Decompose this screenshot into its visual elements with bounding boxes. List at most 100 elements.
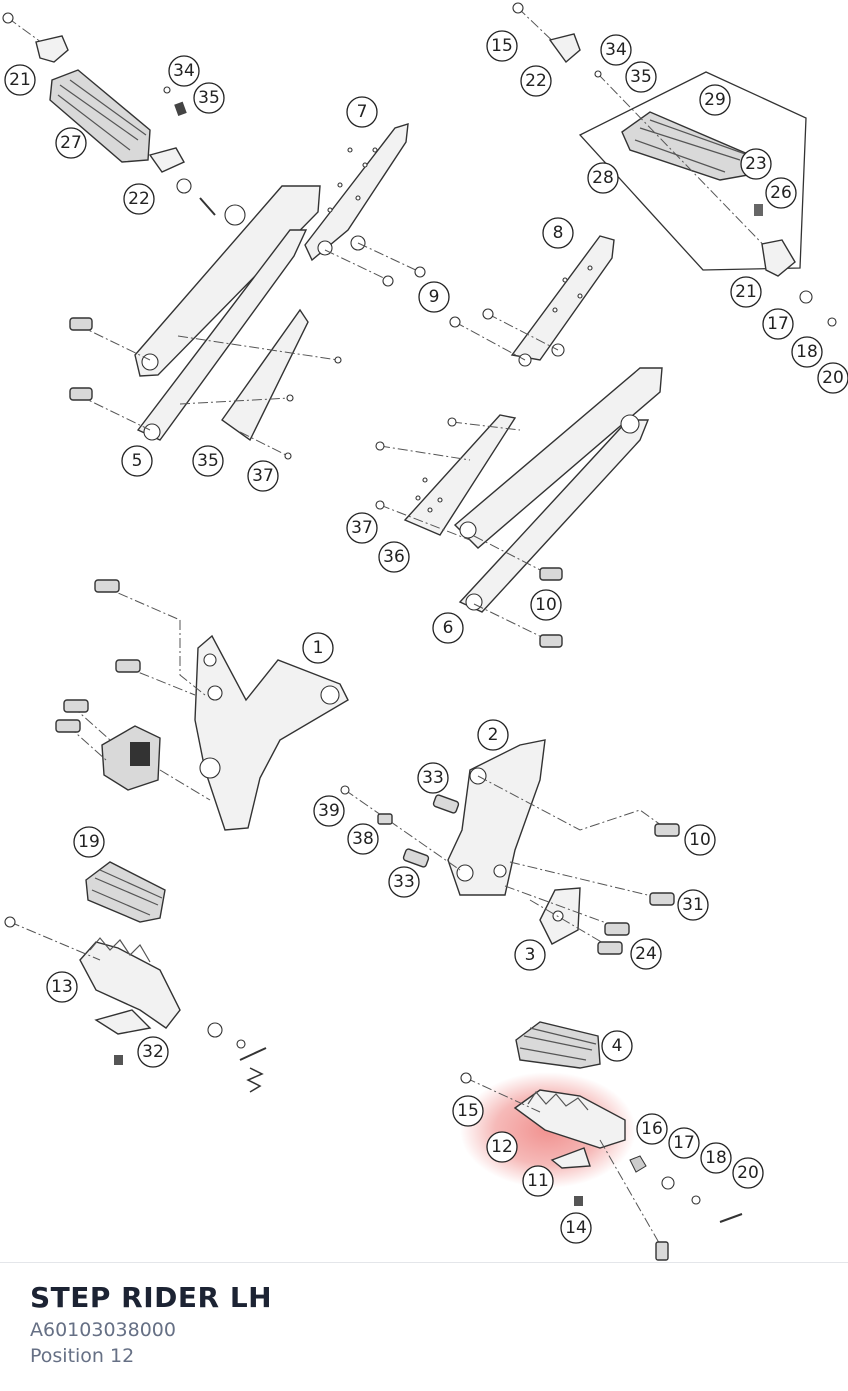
heel-guard-7 (304, 123, 426, 287)
callout-37b[interactable]: 37 (346, 512, 378, 544)
callout-5[interactable]: 5 (121, 445, 153, 477)
part-number: A60103038000 (30, 1319, 176, 1341)
svg-text:37: 37 (252, 466, 274, 486)
part-title: STEP RIDER LH (30, 1281, 273, 1314)
callout-1[interactable]: 1 (302, 632, 334, 664)
svg-text:35: 35 (630, 67, 652, 87)
svg-text:22: 22 (525, 71, 547, 91)
svg-text:18: 18 (705, 1148, 727, 1168)
callout-20a[interactable]: 20 (817, 362, 848, 394)
svg-text:14: 14 (565, 1218, 587, 1238)
callout-8[interactable]: 8 (542, 217, 574, 249)
callout-2[interactable]: 2 (477, 719, 509, 751)
svg-text:11: 11 (527, 1171, 549, 1191)
svg-text:12: 12 (491, 1137, 513, 1157)
callout-3[interactable]: 3 (514, 939, 546, 971)
callout-13[interactable]: 13 (46, 971, 78, 1003)
svg-text:37: 37 (351, 518, 373, 538)
part-info-panel: STEP RIDER LH A60103038000 Position 12 (0, 1262, 848, 1391)
svg-text:4: 4 (612, 1036, 623, 1056)
svg-text:18: 18 (796, 342, 818, 362)
svg-text:39: 39 (318, 801, 340, 821)
callout-24[interactable]: 24 (630, 938, 662, 970)
callout-20b[interactable]: 20 (732, 1157, 764, 1189)
callout-18b[interactable]: 18 (700, 1142, 732, 1174)
callout-28[interactable]: 28 (587, 162, 619, 194)
callout-35[interactable]: 35 (192, 445, 224, 477)
callout-18a[interactable]: 18 (791, 336, 823, 368)
callout-22a[interactable]: 22 (123, 183, 155, 215)
footpeg-assembly-19 (4, 861, 267, 1093)
callout-32a[interactable]: 33 (417, 762, 449, 794)
callout-12[interactable]: 12 (486, 1131, 518, 1163)
callout-17a[interactable]: 17 (762, 308, 794, 340)
svg-text:16: 16 (641, 1119, 663, 1139)
svg-text:19: 19 (78, 832, 100, 852)
callout-11[interactable]: 11 (522, 1165, 554, 1197)
svg-text:1: 1 (313, 638, 324, 658)
svg-text:21: 21 (9, 70, 31, 90)
callout-16[interactable]: 16 (636, 1113, 668, 1145)
callout-21b[interactable]: 21 (730, 276, 762, 308)
left-footpeg-assembly (2, 12, 216, 216)
svg-text:9: 9 (429, 287, 440, 307)
callout-23[interactable]: 23 (740, 148, 772, 180)
svg-text:2: 2 (488, 725, 499, 745)
callout-10b[interactable]: 10 (684, 824, 716, 856)
svg-text:20: 20 (822, 368, 844, 388)
callout-6[interactable]: 6 (432, 612, 464, 644)
footpeg-assembly-4 (460, 1021, 743, 1261)
callout-30[interactable]: 31 (677, 889, 709, 921)
svg-text:17: 17 (673, 1133, 695, 1153)
callout-21a[interactable]: 21 (4, 64, 36, 96)
rear-set-bracket-left (69, 185, 321, 441)
svg-text:5: 5 (132, 451, 143, 471)
svg-text:22: 22 (128, 189, 150, 209)
right-footpeg-assembly (512, 2, 837, 327)
part-position: Position 12 (30, 1345, 135, 1367)
callout-38[interactable]: 38 (347, 823, 379, 855)
callout-4[interactable]: 4 (601, 1030, 633, 1062)
callout-26[interactable]: 26 (765, 177, 797, 209)
svg-text:32: 32 (142, 1042, 164, 1062)
svg-text:31: 31 (682, 895, 704, 915)
svg-text:28: 28 (592, 168, 614, 188)
svg-text:38: 38 (352, 829, 374, 849)
callout-34a[interactable]: 35 (193, 82, 225, 114)
bracket-2 (340, 739, 680, 955)
heel-guard-8 (449, 235, 615, 367)
svg-text:15: 15 (491, 36, 513, 56)
callout-29[interactable]: 29 (699, 84, 731, 116)
svg-text:21: 21 (735, 282, 757, 302)
callout-7[interactable]: 7 (346, 96, 378, 128)
callout-32b[interactable]: 33 (388, 866, 420, 898)
svg-text:13: 13 (51, 977, 73, 997)
svg-text:26: 26 (770, 183, 792, 203)
callout-36[interactable]: 36 (378, 541, 410, 573)
callout-19[interactable]: 19 (73, 826, 105, 858)
svg-text:34: 34 (173, 61, 195, 81)
svg-text:23: 23 (745, 154, 767, 174)
svg-text:8: 8 (553, 223, 564, 243)
callout-31[interactable]: 32 (137, 1036, 169, 1068)
svg-text:34: 34 (605, 40, 627, 60)
callout-10a[interactable]: 10 (530, 589, 562, 621)
svg-text:24: 24 (635, 944, 657, 964)
svg-text:27: 27 (60, 133, 82, 153)
callout-37a[interactable]: 37 (247, 460, 279, 492)
callout-14[interactable]: 14 (560, 1212, 592, 1244)
svg-text:10: 10 (535, 595, 557, 615)
callout-33a[interactable]: 34 (168, 55, 200, 87)
callout-15a[interactable]: 15 (486, 30, 518, 62)
svg-text:29: 29 (704, 90, 726, 110)
callout-27[interactable]: 27 (55, 127, 87, 159)
callout-17b[interactable]: 17 (668, 1127, 700, 1159)
callout-22b[interactable]: 22 (520, 65, 552, 97)
callout-33b[interactable]: 34 (600, 34, 632, 66)
callout-34b[interactable]: 35 (625, 61, 657, 93)
callout-15b[interactable]: 15 (452, 1095, 484, 1127)
svg-text:35: 35 (197, 451, 219, 471)
callout-9[interactable]: 9 (418, 281, 450, 313)
svg-text:17: 17 (767, 314, 789, 334)
callout-39[interactable]: 39 (313, 795, 345, 827)
